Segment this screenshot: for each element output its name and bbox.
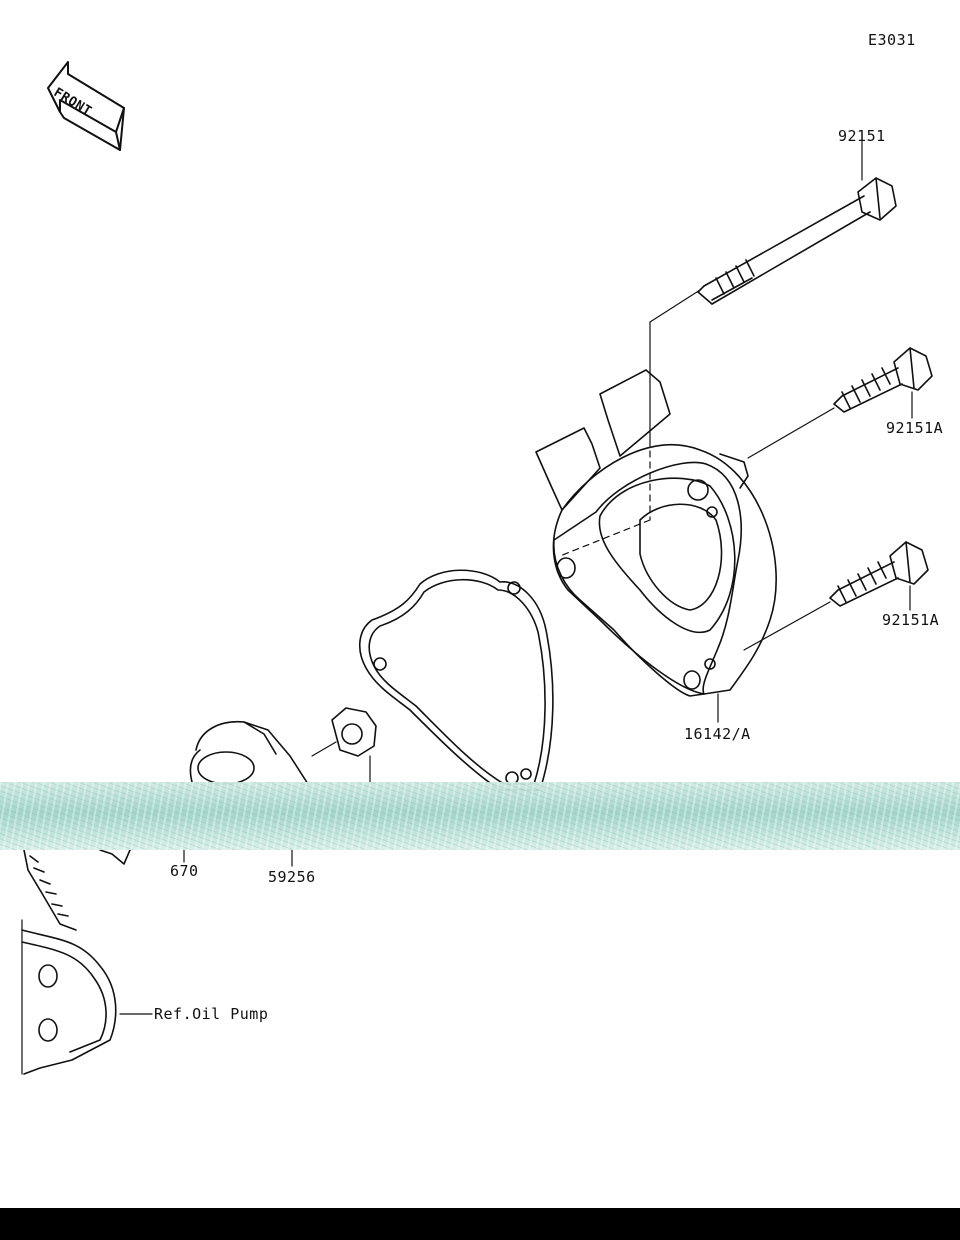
front-arrow-icon <box>47 61 125 151</box>
upper-bolt-icon <box>747 347 933 459</box>
reference-label: Ref.Oil Pump <box>154 1005 269 1023</box>
part-label-upper-bolt[interactable]: 92151A <box>886 419 944 437</box>
watermark-band <box>0 782 960 850</box>
long-bolt-icon <box>649 139 897 521</box>
bottom-bar <box>0 1208 960 1240</box>
gasket-icon <box>359 569 554 791</box>
seal-icon <box>189 720 309 785</box>
part-label-housing[interactable]: 16142/A <box>684 725 751 743</box>
housing-icon <box>535 369 777 723</box>
oil-pump-icon <box>21 849 153 1075</box>
diagram-code: E3031 <box>868 31 916 49</box>
part-label-gasket[interactable]: 59256 <box>268 868 316 886</box>
part-label-long-bolt[interactable]: 92151 <box>838 127 886 145</box>
part-label-lower-bolt[interactable]: 92151A <box>882 611 940 629</box>
part-label-seal[interactable]: 670 <box>170 862 199 880</box>
lower-bolt-icon <box>743 541 929 651</box>
collar-icon <box>311 707 377 785</box>
